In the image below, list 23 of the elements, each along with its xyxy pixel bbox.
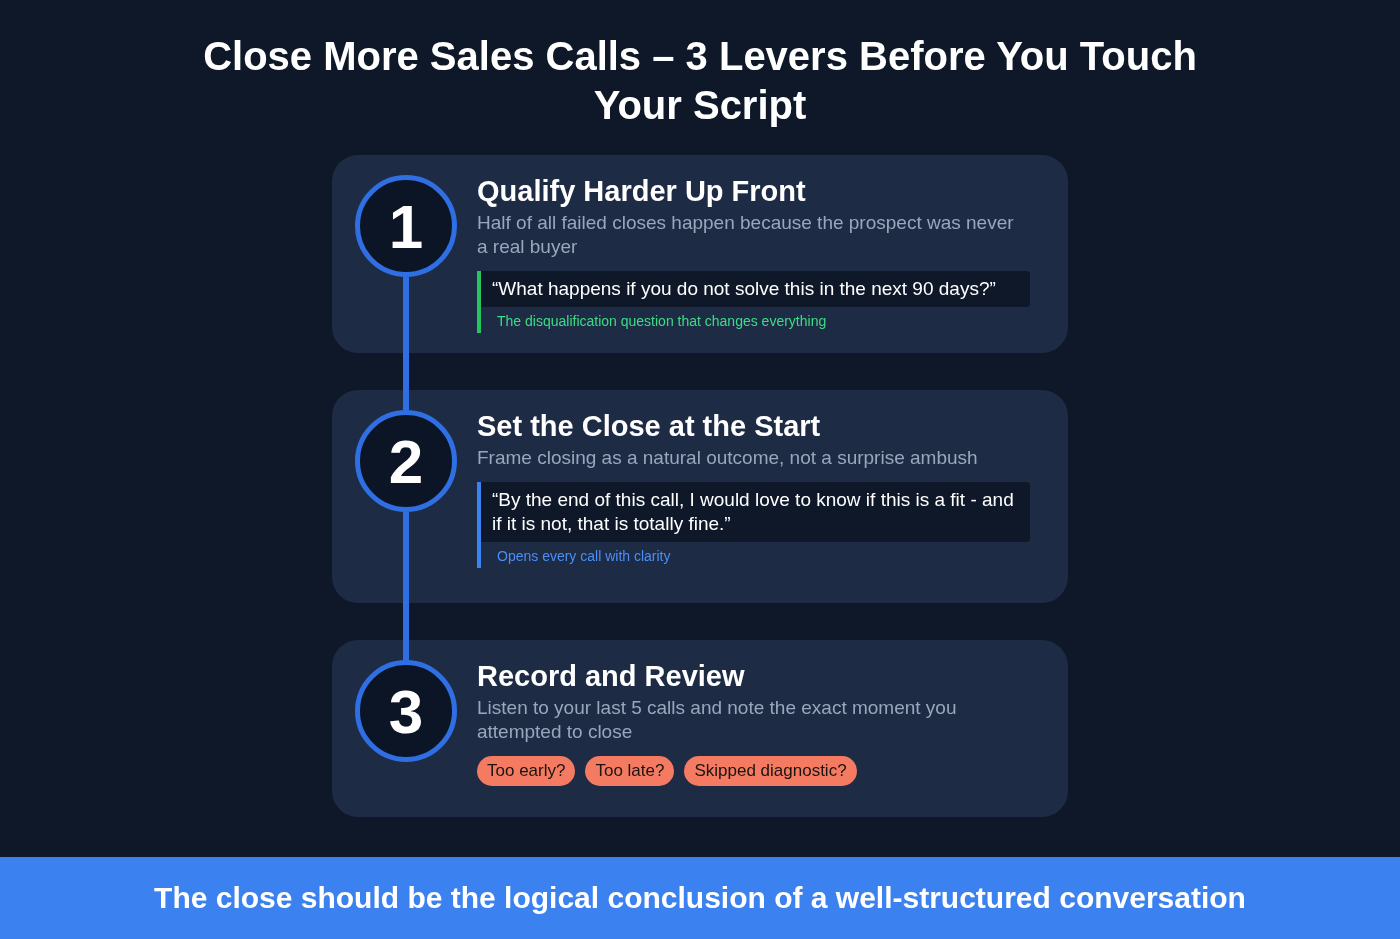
tag: Skipped diagnostic? [684, 756, 857, 786]
connector-line [403, 277, 409, 410]
quote-caption: The disqualification question that changes everything [477, 307, 827, 333]
step-number-circle: 2 [355, 410, 457, 512]
tag: Too late? [585, 756, 675, 786]
step-card [332, 390, 1068, 603]
tag: Too early? [477, 756, 576, 786]
step-card [332, 155, 1068, 353]
step-description: Frame closing as a natural outcome, not a surprise ambush [477, 446, 979, 470]
step-heading: Qualify Harder Up Front [477, 174, 807, 209]
quote-box: “By the end of this call, I would love to know if this is a fit - and if it is not, that is totally fine.” [477, 482, 1030, 542]
step-card [332, 640, 1068, 817]
step-heading: Record and Review [477, 659, 746, 694]
quote-caption: Opens every call with clarity [477, 542, 671, 568]
caption-banner: The close should be the logical conclusion of a well-structured conversation [0, 857, 1400, 939]
connector-line [403, 512, 409, 660]
title: Close More Sales Calls – 3 Levers Before You Touch Your Script [202, 33, 1198, 129]
step-description: Half of all failed closes happen because the prospect was never a real buyer [477, 211, 1015, 259]
quote-box: “What happens if you do not solve this in the next 90 days?” [477, 271, 1030, 307]
step-number-circle: 1 [355, 175, 457, 277]
step-heading: Set the Close at the Start [477, 409, 822, 444]
step-description: Listen to your last 5 calls and note the exact moment you attempted to close [477, 696, 958, 744]
step-number-circle: 3 [355, 660, 457, 762]
